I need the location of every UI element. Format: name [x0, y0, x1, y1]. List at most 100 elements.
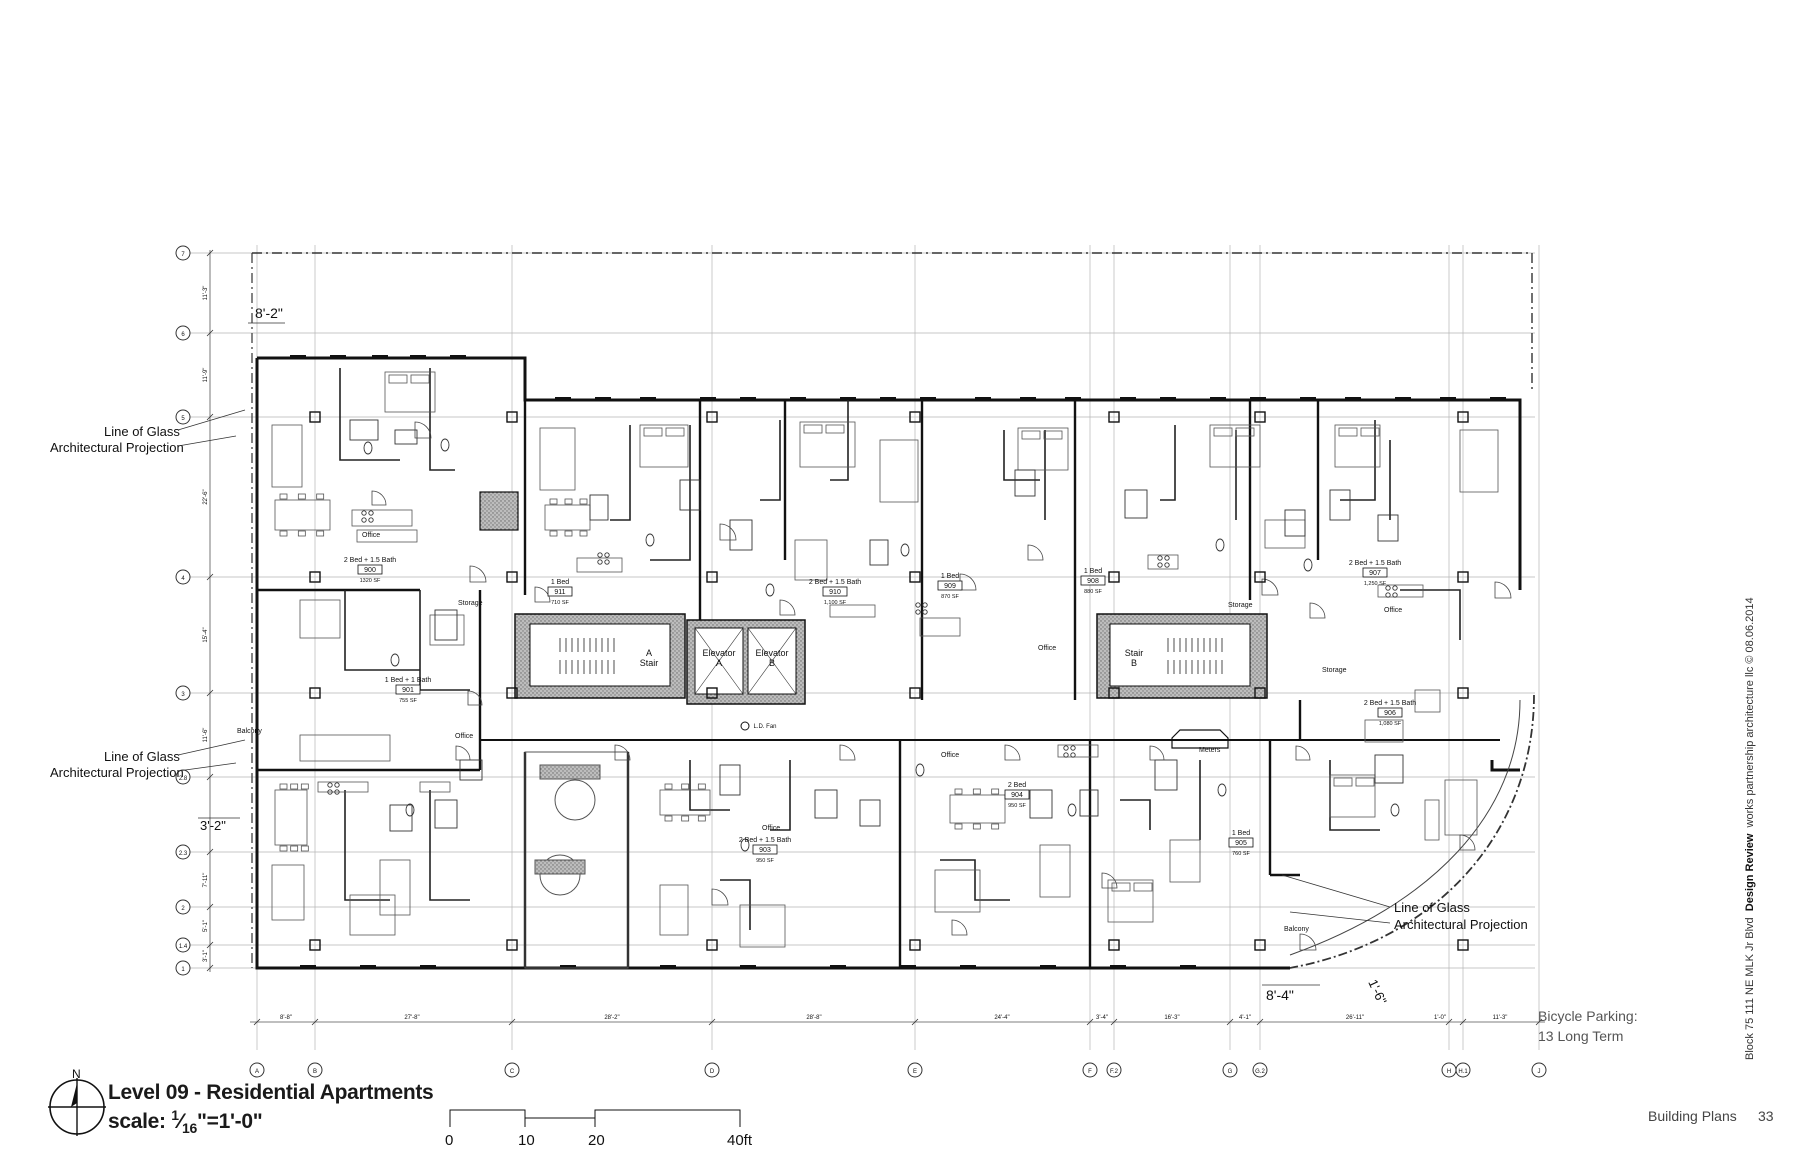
ld-fan-label: L.D. Fan: [753, 724, 776, 730]
svg-text:1 Bed: 1 Bed: [551, 579, 569, 586]
column-dimension: 11'-3": [1493, 1015, 1508, 1021]
grid-col-label: B: [313, 1069, 317, 1075]
light-well: [524, 751, 629, 969]
storage-label-1: Storage: [458, 600, 483, 607]
furniture: [271, 371, 1499, 948]
svg-text:1,080 SF: 1,080 SF: [1379, 721, 1402, 727]
office-label-2: Office: [455, 733, 473, 740]
column-dimension: 24'-4": [994, 1015, 1009, 1021]
row-dimension: 11'-9": [203, 368, 209, 383]
balcony-label-2: Balcony: [1284, 926, 1309, 933]
door-swings: [371, 421, 1512, 951]
svg-text:1,100 SF: 1,100 SF: [824, 600, 847, 606]
storage-label-3: Storage: [1322, 667, 1347, 674]
grid-row-label: 2.3: [179, 851, 188, 857]
grid-bubble-row-7: 7: [175, 245, 191, 261]
balcony-label-1: Balcony: [237, 728, 262, 735]
property-line: [252, 252, 1533, 390]
interior-partitions: [339, 368, 1461, 930]
core-shafts: [479, 491, 1268, 705]
svg-text:908: 908: [1087, 578, 1099, 585]
glass-callouts: Line of Glass Architectural Projection L…: [50, 409, 1528, 932]
svg-text:2 Bed + 1.5 Bath: 2 Bed + 1.5 Bath: [1349, 560, 1401, 567]
svg-text:950 SF: 950 SF: [1008, 803, 1026, 809]
grid-col-label: J: [1538, 1069, 1541, 1075]
elevator-x-marks: [694, 627, 797, 695]
stair-a-label: Stair: [640, 658, 659, 668]
svg-text:909: 909: [944, 583, 956, 590]
demising-walls: [257, 400, 1500, 968]
svg-text:910: 910: [829, 589, 841, 596]
svg-text:2 Bed + 1.5 Bath: 2 Bed + 1.5 Bath: [1364, 700, 1416, 707]
drawing-title: Level 09 - Residential Apartments scale:…: [108, 1081, 434, 1139]
bicycle-parking-note: Bicycle Parking: 13 Long Term: [1538, 1008, 1638, 1044]
grid-col-label: G: [1228, 1069, 1233, 1075]
grid-bubble-col-H.1: H.1: [1455, 1062, 1471, 1078]
grid-bubble-col-G: G: [1222, 1062, 1238, 1078]
grid-col-label: F.2: [1110, 1069, 1119, 1075]
elevator-b-letter: B: [769, 658, 775, 668]
grid-bubble-row-1: 1: [175, 960, 191, 976]
elevator-a-letter: A: [716, 658, 722, 668]
stair-b-letter: B: [1131, 658, 1137, 668]
exterior-walls: [255, 356, 1522, 970]
grid-row-label: 1.4: [179, 944, 188, 950]
column-dimension: 27'-8": [404, 1015, 419, 1021]
grid-col-label: F: [1088, 1069, 1092, 1075]
row-dimension: 3'-1": [203, 950, 209, 962]
title-line-1: Level 09 - Residential Apartments: [108, 1081, 434, 1104]
scale-tick-20: 20: [588, 1132, 605, 1149]
grid-col-label: D: [710, 1069, 715, 1075]
grid-bubble-col-H: H: [1441, 1062, 1457, 1078]
elevator-a-label: Elevator: [702, 648, 735, 658]
plumbing-fixtures: [327, 419, 1404, 852]
callout-glass-3: Line of Glass Architectural Projection: [1281, 874, 1528, 932]
grid-lines: [183, 245, 1540, 1050]
grid-row-label: 4: [181, 576, 185, 582]
scale-bar-ticks: 0 10 20 40ft: [445, 1132, 753, 1149]
svg-text:760 SF: 760 SF: [1232, 851, 1250, 857]
grid-row-label: 2.8: [179, 776, 188, 782]
curved-glass-line: [1289, 699, 1521, 956]
grid-col-label: E: [913, 1069, 917, 1075]
svg-text:1 Bed: 1 Bed: [941, 573, 959, 580]
column-dimension: 16'-3": [1164, 1015, 1179, 1021]
svg-text:Architectural Projection: Architectural Projection: [1394, 917, 1528, 932]
callout-glass-2: Line of Glass Architectural Projection: [50, 739, 246, 780]
storage-label-2: Storage: [1228, 602, 1253, 609]
svg-text:903: 903: [759, 847, 771, 854]
grid-bubble-row-2.3: 2.3: [175, 844, 191, 860]
column-dimension: 4'-1": [1239, 1015, 1251, 1021]
grid-bubble-row-3: 3: [175, 685, 191, 701]
column-dimension: 8'-8": [280, 1015, 292, 1021]
row-dimension: 11'-6": [203, 728, 209, 743]
curved-corner-wall: [1289, 694, 1535, 969]
core-labels: A Stair Elevator A Elevator B Stair B L.…: [640, 648, 1144, 730]
grid-bubble-col-F.2: F.2: [1106, 1062, 1122, 1078]
grid-col-label: C: [510, 1069, 515, 1075]
column-dimension: 3'-4": [1096, 1015, 1108, 1021]
grid-bubble-row-5: 5: [175, 409, 191, 425]
callout-glass-1: Line of Glass Architectural Projection: [50, 409, 246, 455]
column-dimension: 28'-8": [806, 1015, 821, 1021]
svg-text:Architectural Projection: Architectural Projection: [50, 440, 184, 455]
svg-text:1 Bed + 1 Bath: 1 Bed + 1 Bath: [385, 677, 432, 684]
office-label-1: Office: [362, 532, 380, 539]
row-dimension: 5'-1": [203, 920, 209, 932]
grid-bubble-col-C: C: [504, 1062, 520, 1078]
grid-col-label: H.1: [1458, 1069, 1468, 1075]
grid-row-label: 1: [181, 967, 185, 973]
grid-bubble-col-F: F: [1082, 1062, 1098, 1078]
svg-text:2 Bed + 1.5 Bath: 2 Bed + 1.5 Bath: [344, 557, 396, 564]
office-label-6: Office: [941, 752, 959, 759]
grid-bubble-row-2: 2: [175, 899, 191, 915]
meters-room-outline: [1171, 729, 1229, 749]
